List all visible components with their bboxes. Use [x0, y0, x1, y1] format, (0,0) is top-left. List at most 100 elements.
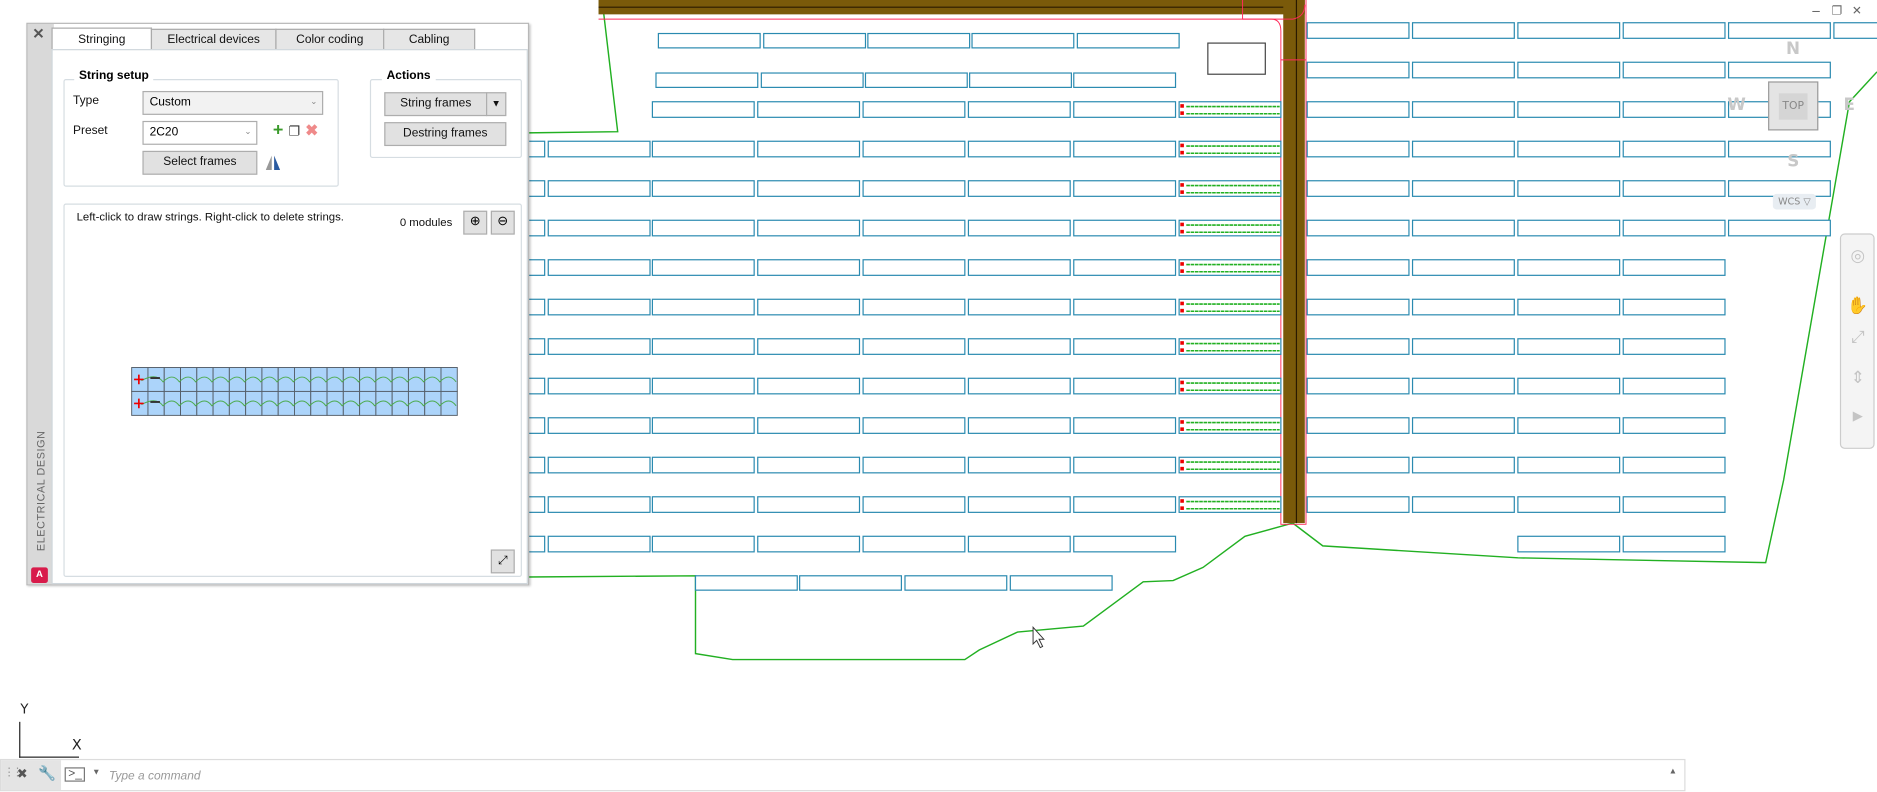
- frame[interactable]: [1073, 417, 1177, 434]
- frame[interactable]: [1411, 298, 1515, 316]
- frame[interactable]: [1411, 338, 1515, 355]
- frame[interactable]: [1517, 338, 1621, 355]
- frame[interactable]: [757, 298, 861, 316]
- strung-frame[interactable]: [1178, 417, 1282, 434]
- strung-frame[interactable]: [1178, 180, 1282, 197]
- preview-module[interactable]: [245, 367, 263, 392]
- frame[interactable]: [1306, 259, 1410, 276]
- strung-frame[interactable]: [1178, 259, 1282, 276]
- preview-module[interactable]: [310, 390, 328, 416]
- orbit-icon[interactable]: ⇕: [1850, 368, 1865, 388]
- frame[interactable]: [526, 219, 546, 237]
- frame[interactable]: [799, 575, 902, 591]
- string-frames-dropdown[interactable]: ▼: [486, 92, 507, 117]
- frame[interactable]: [651, 180, 755, 197]
- frame[interactable]: [694, 575, 798, 591]
- frame[interactable]: [1306, 219, 1410, 237]
- frame[interactable]: [967, 101, 1071, 118]
- preview-module[interactable]: [147, 390, 165, 416]
- command-history-up-button[interactable]: ▲: [1668, 767, 1678, 776]
- preview-module[interactable]: [277, 390, 295, 416]
- frame[interactable]: [1517, 61, 1621, 79]
- frame[interactable]: [657, 32, 761, 49]
- preview-module[interactable]: [391, 367, 409, 392]
- frame[interactable]: [1727, 140, 1831, 158]
- frame[interactable]: [757, 101, 861, 118]
- grip-handle[interactable]: ⋮⋮: [3, 766, 23, 779]
- frame[interactable]: [1411, 140, 1515, 158]
- frame[interactable]: [1622, 101, 1726, 118]
- frame[interactable]: [1411, 219, 1515, 237]
- frame[interactable]: [760, 72, 864, 88]
- frame[interactable]: [862, 338, 966, 355]
- frame[interactable]: [651, 535, 755, 553]
- compass-west[interactable]: W: [1727, 95, 1746, 115]
- frame[interactable]: [547, 377, 651, 395]
- preview-module[interactable]: [359, 390, 377, 416]
- frame[interactable]: [1411, 417, 1515, 434]
- strung-frame[interactable]: [1178, 338, 1282, 355]
- preview-module[interactable]: [440, 367, 458, 392]
- frame[interactable]: [862, 496, 966, 513]
- frame[interactable]: [547, 298, 651, 316]
- frame[interactable]: [862, 140, 966, 158]
- zoom-extents-icon[interactable]: ⤢: [1851, 327, 1865, 348]
- frame[interactable]: [1517, 140, 1621, 158]
- preview-module[interactable]: [407, 367, 426, 392]
- frame[interactable]: [651, 496, 755, 513]
- frame[interactable]: [757, 180, 861, 197]
- frame[interactable]: [1622, 377, 1726, 395]
- preview-module[interactable]: [440, 390, 458, 416]
- frame[interactable]: [1411, 61, 1515, 79]
- preview-module[interactable]: [228, 390, 247, 416]
- preview-module[interactable]: [375, 390, 393, 416]
- frame[interactable]: [967, 298, 1071, 316]
- preview-module[interactable]: [180, 390, 198, 416]
- frame[interactable]: [526, 259, 546, 276]
- frame[interactable]: [1727, 61, 1831, 79]
- frame[interactable]: [1076, 32, 1180, 49]
- mirror-icon[interactable]: [265, 154, 281, 171]
- frame[interactable]: [862, 298, 966, 316]
- frame[interactable]: [1306, 180, 1410, 197]
- preview-module[interactable]: [375, 367, 393, 392]
- strung-frame[interactable]: [1178, 101, 1282, 118]
- frame[interactable]: [1517, 535, 1621, 553]
- frame[interactable]: [1073, 219, 1177, 237]
- preview-module[interactable]: [147, 367, 165, 392]
- preview-module[interactable]: [294, 367, 312, 392]
- frame[interactable]: [862, 417, 966, 434]
- frame[interactable]: [1517, 377, 1621, 395]
- frame[interactable]: [1622, 61, 1726, 79]
- frame[interactable]: [967, 338, 1071, 355]
- frame[interactable]: [547, 140, 651, 158]
- frame[interactable]: [1411, 101, 1515, 118]
- frame[interactable]: [757, 535, 861, 553]
- frame[interactable]: [1411, 496, 1515, 513]
- frame[interactable]: [547, 219, 651, 237]
- frame[interactable]: [547, 535, 651, 553]
- frame[interactable]: [1517, 298, 1621, 316]
- frame[interactable]: [1517, 180, 1621, 197]
- pan-hand-icon[interactable]: ✋: [1847, 296, 1869, 317]
- frame[interactable]: [1517, 259, 1621, 276]
- strung-frame[interactable]: [1178, 298, 1282, 316]
- frame[interactable]: [757, 219, 861, 237]
- close-command-line-icon[interactable]: ✖: [16, 767, 28, 782]
- preview-module[interactable]: [196, 367, 214, 392]
- frame[interactable]: [1306, 456, 1410, 474]
- preview-module[interactable]: [342, 367, 361, 392]
- strung-frame[interactable]: [1178, 456, 1282, 474]
- frame[interactable]: [1727, 219, 1831, 237]
- frame[interactable]: [547, 456, 651, 474]
- frame[interactable]: [1306, 101, 1410, 118]
- frame[interactable]: [526, 338, 546, 355]
- strung-frame[interactable]: [1178, 219, 1282, 237]
- frame[interactable]: [1411, 259, 1515, 276]
- string-frames-button[interactable]: String frames: [384, 92, 488, 117]
- frame[interactable]: [1073, 72, 1177, 88]
- preview-module[interactable]: [196, 390, 214, 416]
- frame[interactable]: [967, 377, 1071, 395]
- frame[interactable]: [526, 456, 546, 474]
- frame[interactable]: [1411, 180, 1515, 197]
